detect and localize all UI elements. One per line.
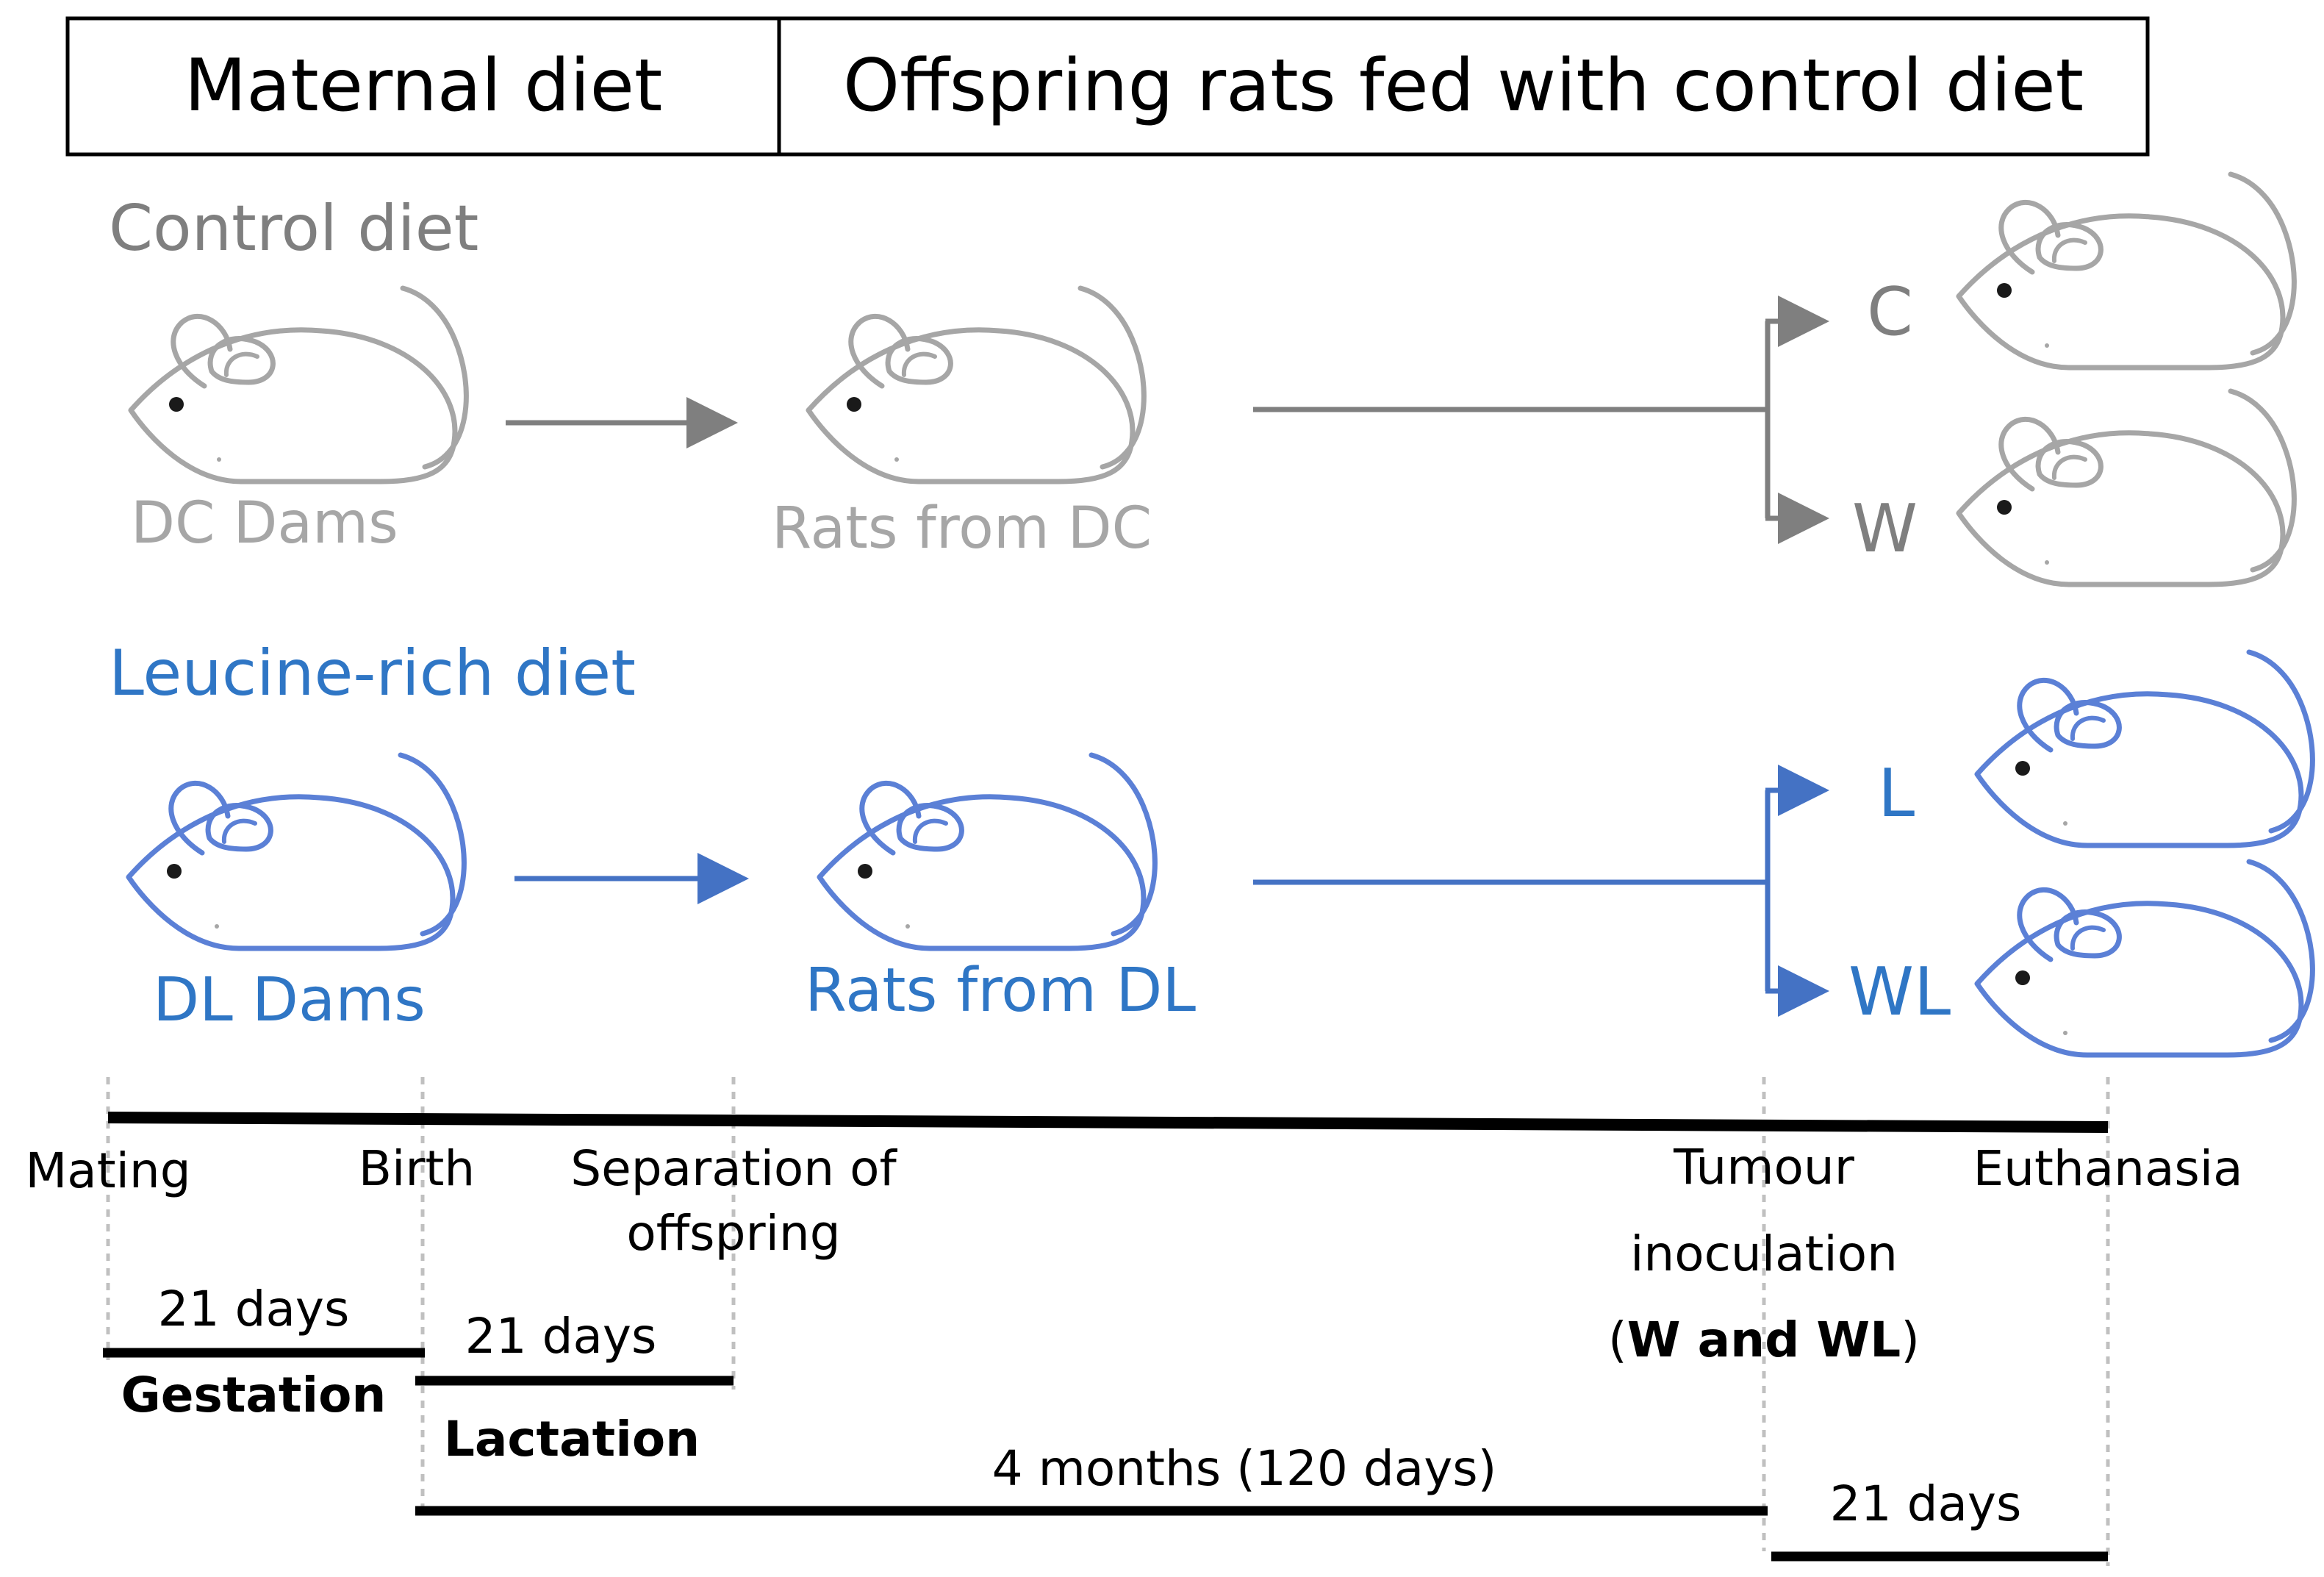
gestation-label: Gestation [121, 1367, 387, 1423]
tumour-period-days: 21 days [1830, 1476, 2022, 1532]
lactation-days: 21 days [465, 1308, 657, 1365]
rats-from-dl-rat-icon [820, 755, 1155, 948]
dc-dams-label: DC Dams [131, 490, 398, 557]
group-wl-label: WL [1848, 954, 1951, 1031]
growth-period-label: 4 months (120 days) [992, 1440, 1497, 1497]
header-offspring-diet: Offspring rats fed with control diet [843, 44, 2084, 128]
event-separation-line1: Separation of [570, 1140, 897, 1197]
main-timeline-bar [107, 1112, 2109, 1133]
group-wl-rat-icon [1977, 862, 2312, 1055]
event-separation-line2: offspring [626, 1205, 840, 1262]
event-mating: Mating [25, 1142, 190, 1199]
rats-from-dc-rat-icon [808, 288, 1144, 482]
dl-dams-label: DL Dams [153, 965, 426, 1035]
event-tumour-line2: inoculation [1630, 1226, 1898, 1282]
group-l-rat-icon [1977, 652, 2312, 845]
rats-from-dl-label: Rats from DL [805, 956, 1196, 1026]
event-euthanasia: Euthanasia [1973, 1140, 2242, 1197]
dl-dams-rat-icon [129, 755, 464, 948]
control-diet-title: Control diet [109, 192, 478, 265]
event-tumour-line3: (W and WL) [1608, 1312, 1920, 1368]
gestation-days: 21 days [158, 1281, 350, 1337]
rats-from-dc-label: Rats from DC [772, 496, 1152, 562]
group-w-label: W [1852, 490, 1918, 568]
leucine-diet-title: Leucine-rich diet [109, 637, 636, 710]
dc-dams-rat-icon [131, 288, 466, 482]
group-c-rat-icon [1959, 174, 2294, 368]
group-w-rat-icon [1959, 391, 2294, 584]
event-tumour-line1: Tumour [1673, 1139, 1855, 1195]
group-c-label: C [1867, 273, 1913, 351]
group-l-label: L [1878, 755, 1915, 832]
event-birth: Birth [359, 1140, 475, 1197]
header-box-offspring [777, 16, 2150, 157]
header-maternal-diet: Maternal diet [184, 44, 663, 128]
lactation-label: Lactation [444, 1411, 700, 1467]
timeline-dashed-guides [106, 1077, 2110, 1566]
